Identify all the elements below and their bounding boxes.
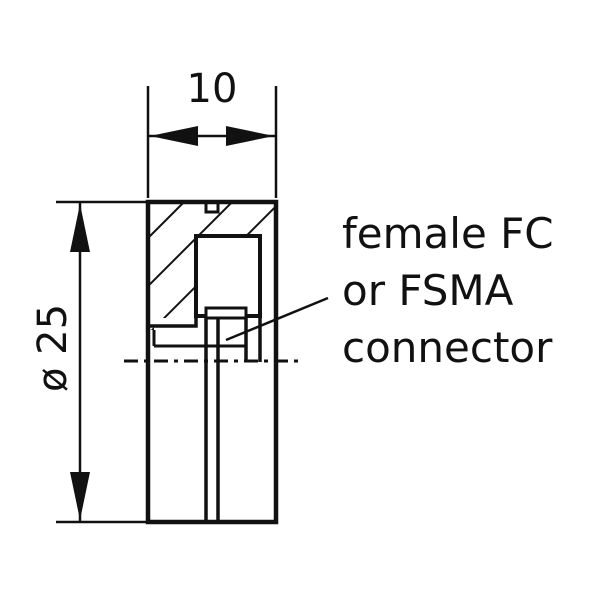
arrowhead-top [70,204,90,252]
callout-leader-line [225,296,329,342]
arrowhead-left [150,126,198,146]
callout-line-2: or FSMA [342,266,514,315]
arrowhead-right [226,126,274,146]
diameter-value: ø 25 [30,304,76,392]
arrowhead-bottom [70,472,90,520]
width-dimension: 10 [146,66,278,198]
width-value: 10 [187,66,238,112]
connector-body [124,199,300,525]
callout-line-3: connector [342,323,553,372]
connector-cavity [194,234,262,318]
thread-detail [204,306,248,320]
callout-line-1: female FC [342,209,554,258]
diameter-dimension: ø 25 [30,200,148,524]
callout-label: female FC or FSMA connector [342,205,554,376]
